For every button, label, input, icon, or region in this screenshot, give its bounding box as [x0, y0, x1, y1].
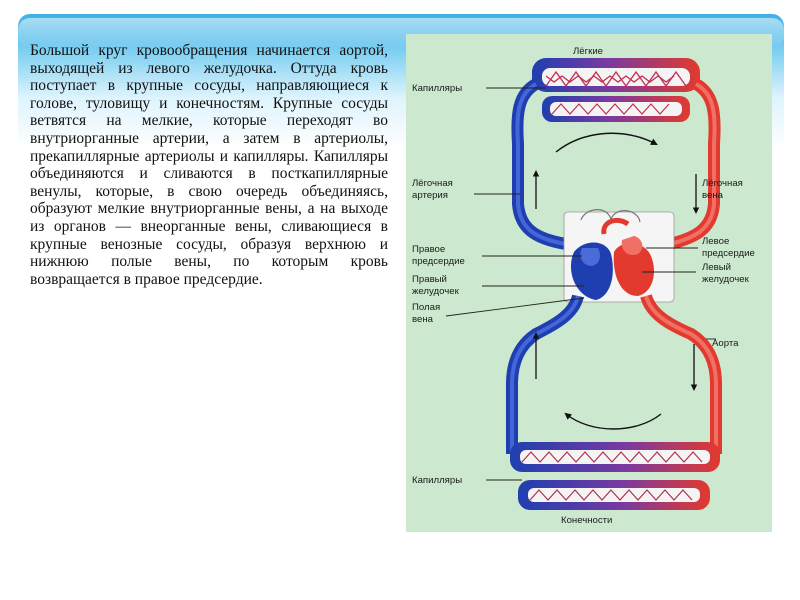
label-vena-cava-line2: вена [412, 314, 434, 325]
aortic-arch [601, 217, 630, 235]
label-pulmonary-vein-line2: вена [702, 190, 724, 201]
lung-capillary-network [545, 70, 687, 88]
circulation-diagram: Лёгкие Капилляры Лёгочная артерия Лёгочн… [406, 34, 772, 532]
label-right-atrium-line1: Правое [412, 244, 445, 255]
pulmonary-flow-arrow [555, 132, 658, 153]
description-paragraph: Большой круг кровообращения начинается а… [30, 42, 388, 288]
text-panel: Большой круг кровообращения начинается а… [30, 42, 388, 288]
systemic-loop [506, 293, 722, 510]
left-ventricle [613, 243, 654, 296]
leader-lines [445, 87, 716, 481]
circulation-svg: Лёгкие Капилляры Лёгочная артерия Лёгочн… [412, 46, 755, 526]
label-right-ventricle-line1: Правый [412, 274, 447, 285]
label-left-atrium-line2: предсердие [702, 248, 755, 259]
label-aorta: Аорта [712, 338, 739, 349]
aorta-vessel [640, 293, 722, 454]
vena-cava-vessel [506, 294, 584, 454]
label-limbs: Конечности [561, 515, 612, 526]
label-left-ventricle-line2: желудочек [702, 274, 750, 285]
label-right-atrium-line2: предсердие [412, 256, 465, 267]
label-vena-cava-line1: Полая [412, 302, 440, 313]
systemic-flow-arrow [564, 412, 662, 430]
heart [563, 209, 675, 303]
label-capillaries-bottom: Капилляры [412, 475, 462, 486]
label-pulmonary-artery-line1: Лёгочная [412, 178, 453, 189]
label-capillaries-top: Капилляры [412, 83, 462, 94]
label-pulmonary-vein-line1: Лёгочная [702, 178, 743, 189]
limb-capillary-network [529, 489, 693, 501]
label-right-ventricle-line2: желудочек [412, 286, 460, 297]
pulmonary-loop [511, 58, 721, 252]
label-left-ventricle-line1: Левый [702, 262, 731, 273]
label-pulmonary-artery-line2: артерия [412, 190, 448, 201]
label-lungs: Лёгкие [573, 46, 603, 57]
right-atrium [580, 248, 600, 266]
label-left-atrium-line1: Левое [702, 236, 729, 247]
left-atrium [621, 236, 643, 256]
